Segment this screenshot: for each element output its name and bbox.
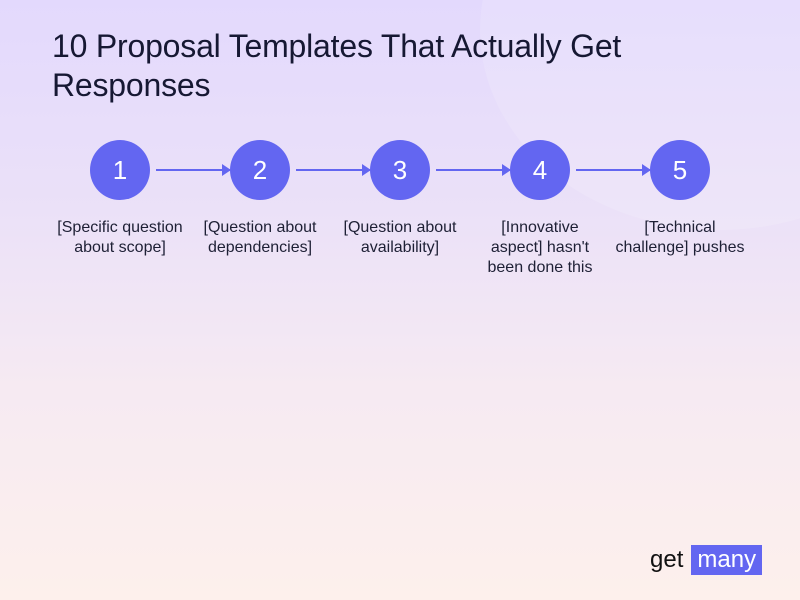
flow-step-5: 5 [Technical challenge] pushes: [615, 140, 745, 278]
flow-step-3: 3 [Question about availability]: [335, 140, 465, 278]
step-caption: [Question about availability]: [343, 219, 457, 256]
flow-step-1: 1 [Specific question about scope]: [55, 140, 185, 278]
process-flow: 1 [Specific question about scope] 2 [Que…: [0, 140, 800, 300]
arrow-right-icon: [576, 164, 651, 176]
step-caption: [Innovative aspect] hasn't been done thi…: [487, 219, 593, 276]
step-caption: [Specific question about scope]: [57, 219, 183, 256]
arrow-right-icon: [156, 164, 231, 176]
step-number-badge: 5: [650, 140, 710, 200]
step-number-badge: 4: [510, 140, 570, 200]
step-number-badge: 1: [90, 140, 150, 200]
step-number-badge: 2: [230, 140, 290, 200]
flow-step-4: 4 [Innovative aspect] hasn't been done t…: [475, 140, 605, 278]
logo-text-get: get: [650, 546, 684, 573]
step-caption: [Question about dependencies]: [203, 219, 317, 256]
arrow-right-icon: [296, 164, 371, 176]
slide-title: 10 Proposal Templates That Actually Get …: [52, 28, 622, 103]
logo-text-many: many: [691, 545, 763, 575]
step-number-badge: 3: [370, 140, 430, 200]
step-caption: [Technical challenge] pushes: [615, 219, 745, 256]
flow-step-2: 2 [Question about dependencies]: [195, 140, 325, 278]
arrow-right-icon: [436, 164, 511, 176]
brand-logo: get many: [650, 545, 763, 575]
